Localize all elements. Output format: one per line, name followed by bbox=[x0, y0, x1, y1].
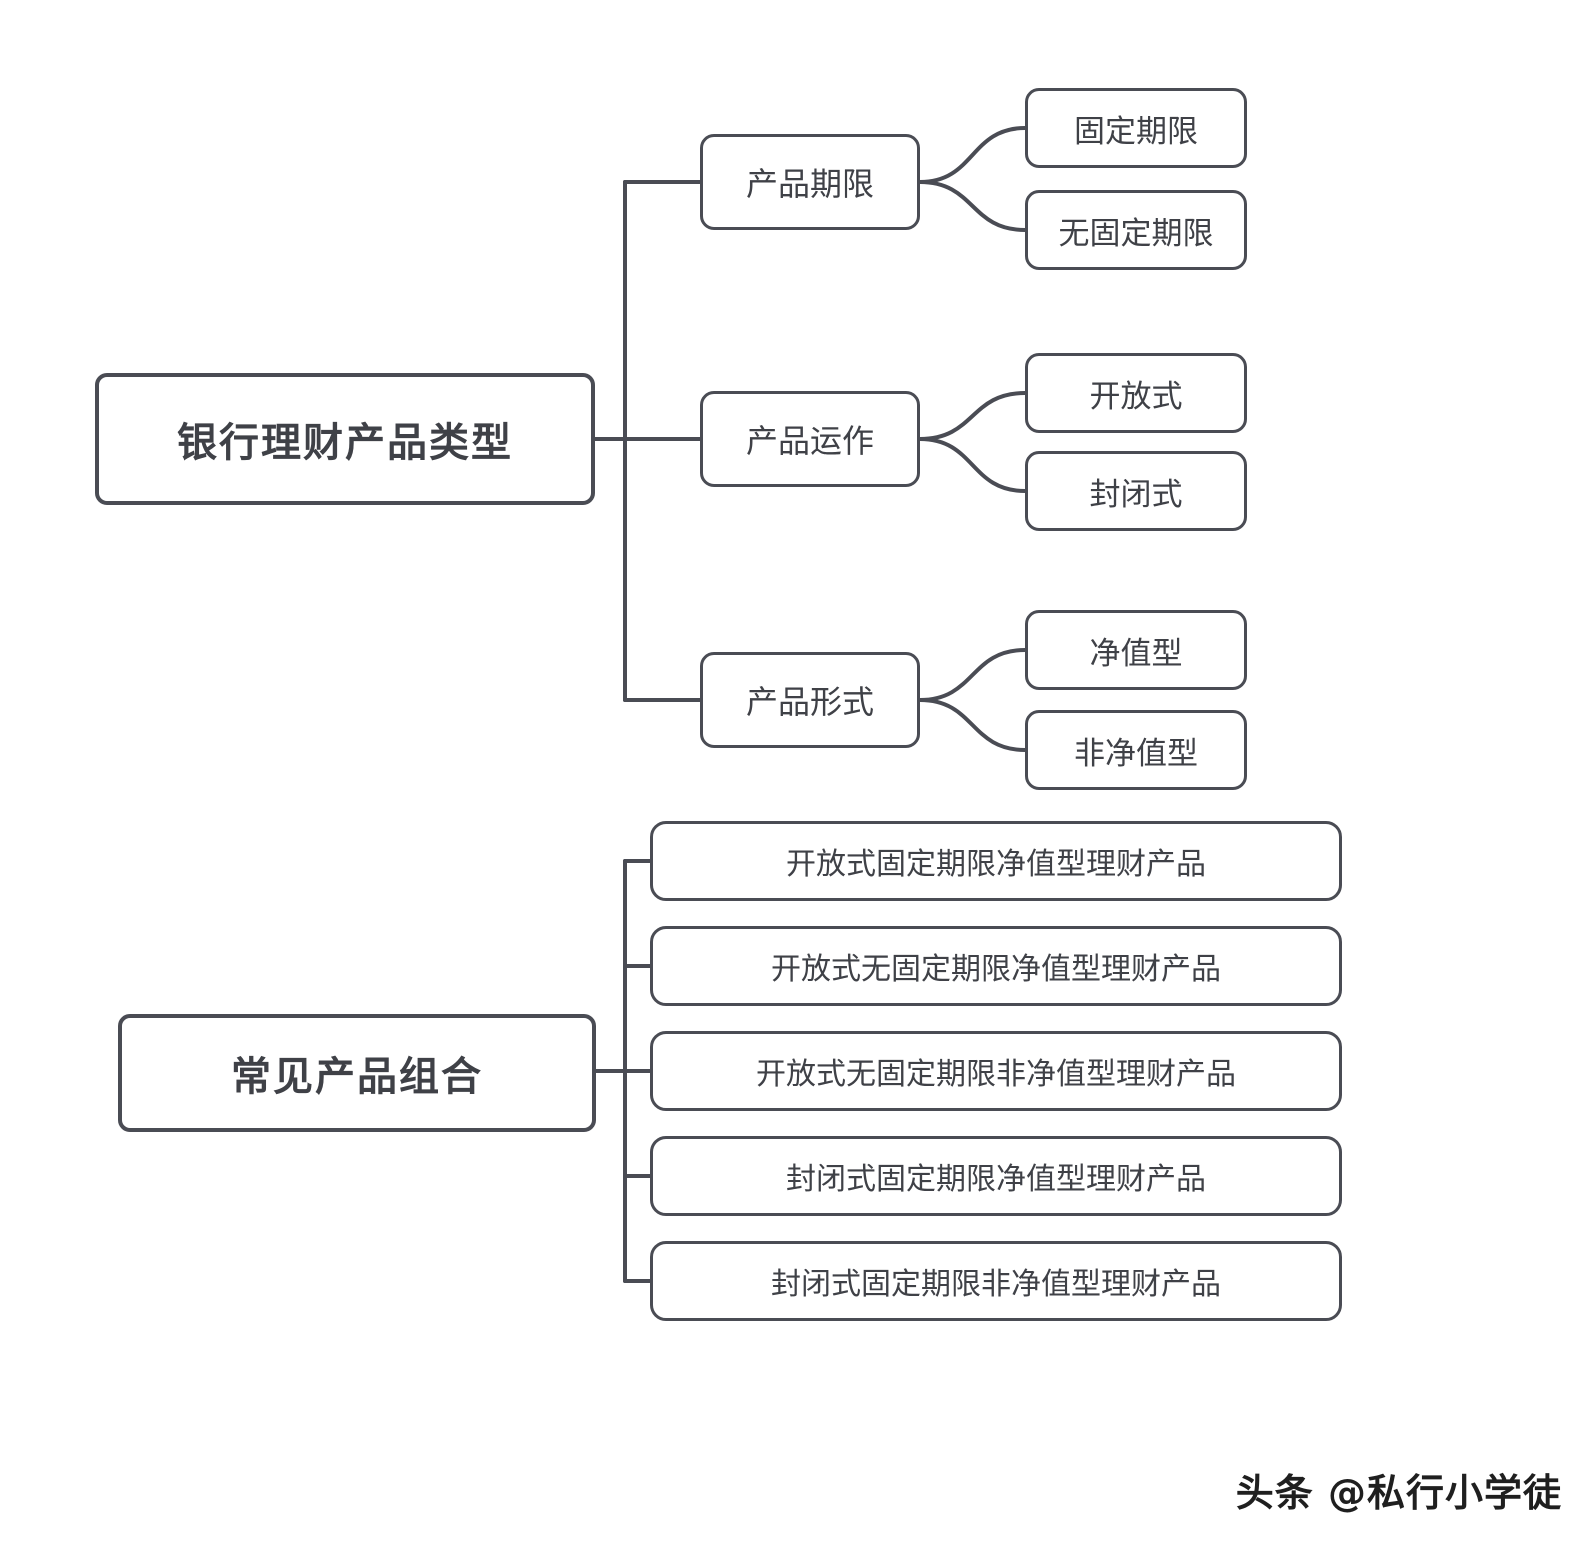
combo-node-closed-fixed-nav: 封闭式固定期限净值型理财产品 bbox=[650, 1136, 1342, 1216]
combo-node-open-fixed-nav: 开放式固定期限净值型理财产品 bbox=[650, 821, 1342, 901]
root-node-common-combinations: 常见产品组合 bbox=[118, 1014, 596, 1132]
watermark-text: 头条 @私行小学徒 bbox=[1235, 1471, 1562, 1515]
leaf-node-closed-ended: 封闭式 bbox=[1025, 451, 1247, 531]
branch-node-product-form: 产品形式 bbox=[700, 652, 920, 748]
branch-node-product-operation: 产品运作 bbox=[700, 391, 920, 487]
leaf-node-no-fixed-term: 无固定期限 bbox=[1025, 190, 1247, 270]
combo-node-closed-fixed-nonnav: 封闭式固定期限非净值型理财产品 bbox=[650, 1241, 1342, 1321]
leaf-node-non-nav-type: 非净值型 bbox=[1025, 710, 1247, 790]
combo-node-open-nofixed-nav: 开放式无固定期限净值型理财产品 bbox=[650, 926, 1342, 1006]
leaf-node-fixed-term: 固定期限 bbox=[1025, 88, 1247, 168]
leaf-node-nav-type: 净值型 bbox=[1025, 610, 1247, 690]
combo-node-open-nofixed-nonnav: 开放式无固定期限非净值型理财产品 bbox=[650, 1031, 1342, 1111]
branch-node-product-term: 产品期限 bbox=[700, 134, 920, 230]
root-node-bank-product-types: 银行理财产品类型 bbox=[95, 373, 595, 505]
leaf-node-open-ended: 开放式 bbox=[1025, 353, 1247, 433]
